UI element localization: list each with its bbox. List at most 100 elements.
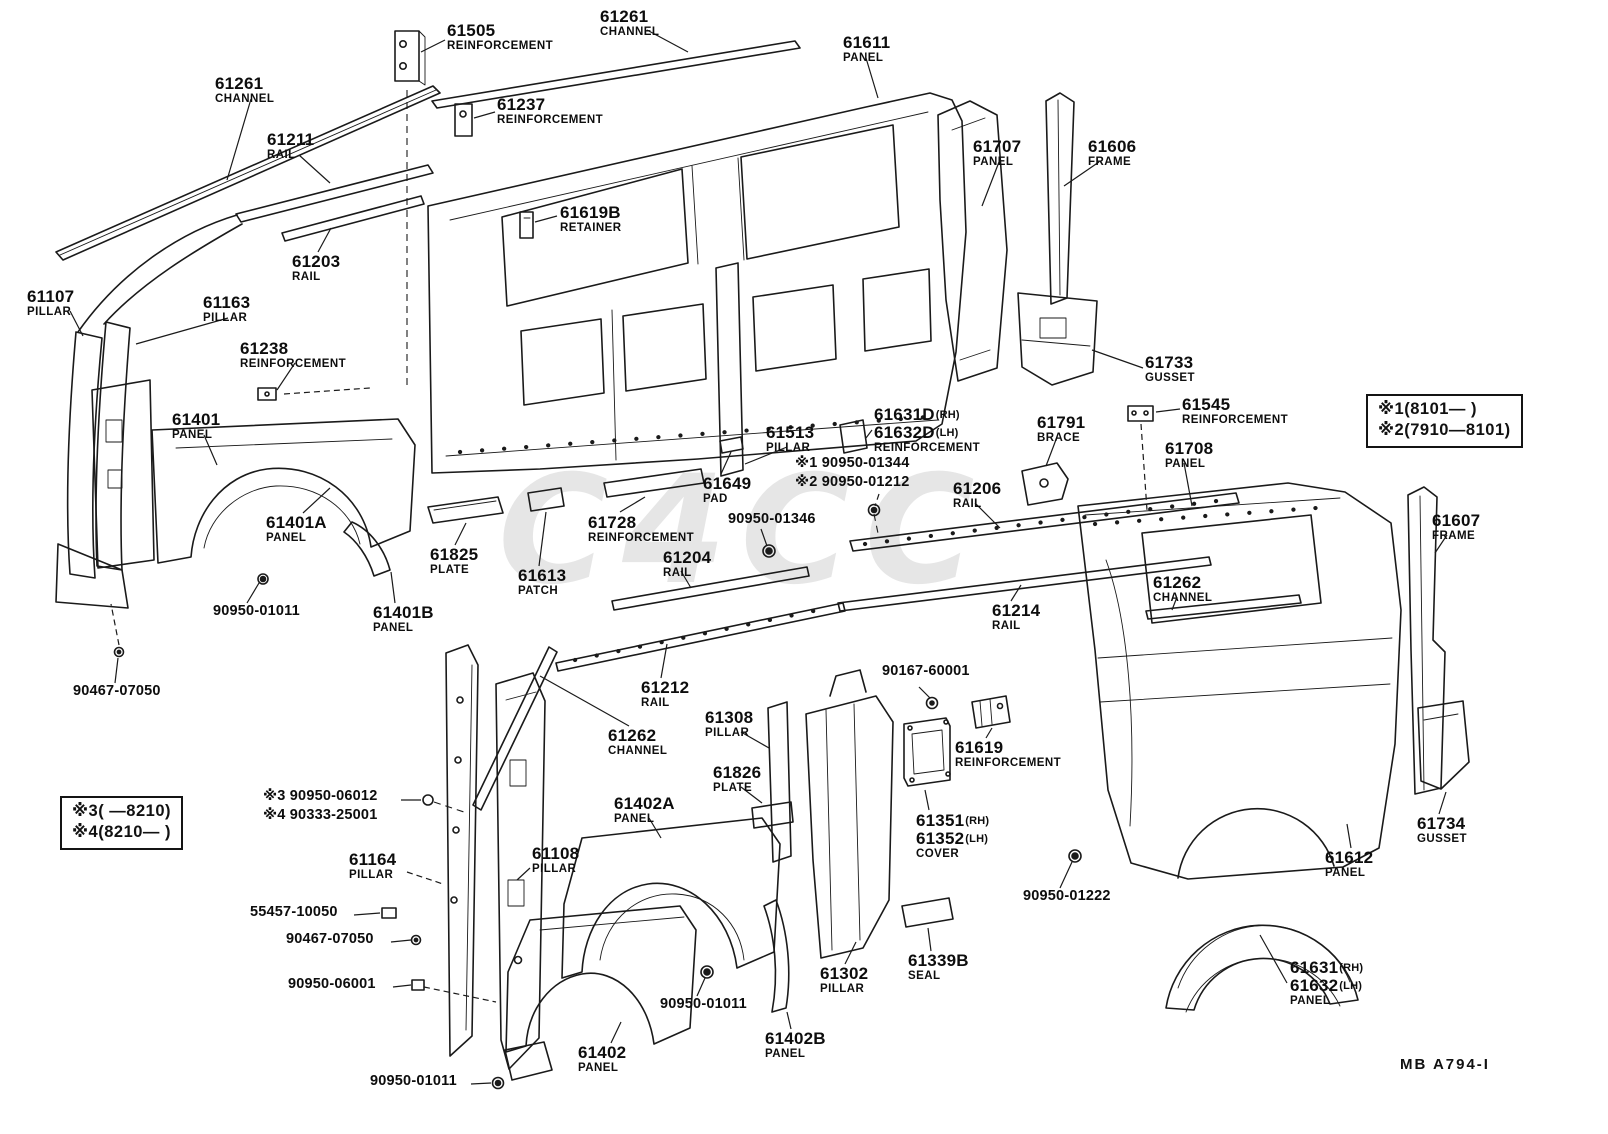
part-number: 90950-06001 [288,976,376,992]
part-number: 61163 [203,293,251,312]
part-number: 61339B [908,951,969,970]
leader-line [1063,161,1100,187]
part-number: 90467-07050 [286,931,374,947]
part-name: PILLAR [349,868,394,881]
part-number: 61401A [266,513,327,532]
part-number: ※3 90950-06012 [263,788,378,804]
part-side-suffix: (LH) [965,832,989,845]
part-label-49033325001: ※4 90333-25001 [263,807,377,823]
part-name: RAIL [663,566,692,579]
leader-line [974,502,1001,529]
part-label-9095001011: 90950-01011 [370,1073,457,1089]
part-name: REINFORCEMENT [874,441,981,454]
leader-line [1045,436,1058,467]
part-side-suffix: (RH) [1339,962,1364,974]
part-name: PLATE [713,781,753,794]
part-number: 61261 [600,7,649,26]
part-name: PANEL [1325,866,1366,879]
part-number: 61308 [705,708,754,727]
part-number: 61826 [713,763,762,782]
part-number: 61649 [703,474,752,493]
part-number: ※1 90950-01344 [795,455,910,471]
leader-line [720,451,732,475]
part-name: PANEL [1165,457,1206,470]
leader-line [740,731,770,749]
leader-line [1259,934,1288,984]
part-number: 61825 [430,545,479,564]
part-name: REINFORCEMENT [240,357,347,370]
leader-line [470,1082,492,1085]
part-label-29095001212: ※2 90950-01212 [795,474,909,490]
part-name: GUSSET [1417,832,1467,845]
leader-line [392,984,412,988]
part-number: 61606 [1088,137,1137,156]
dashed-leader-line [110,603,120,646]
part-number: 61631D(RH) [874,405,960,424]
leader-line [619,496,646,513]
part-number: 61402 [578,1043,627,1062]
legend-line: ※1(8101— ) [1378,400,1477,418]
part-name: PILLAR [203,311,248,324]
part-name: PANEL [973,155,1014,168]
leader-line [538,511,547,567]
part-name: RAIL [267,148,296,161]
part-name: PATCH [518,584,559,597]
part-number: 61351(RH) [916,811,990,830]
part-number: 61708 [1165,439,1214,458]
part-number: 61203 [292,252,341,271]
part-number: 61262 [1153,573,1202,592]
part-name: RAIL [992,619,1021,632]
part-name: PANEL [578,1061,619,1074]
part-number: 61402A [614,794,675,813]
part-name: REINFORCEMENT [955,756,1062,769]
construction-lines [406,90,880,813]
part-name: FRAME [1432,529,1476,542]
leader-line [135,317,229,345]
part-name: PAD [703,492,728,505]
part-number: 90950-01011 [370,1073,457,1089]
leader-line [696,977,706,997]
leader-line [1155,408,1181,413]
part-name: GUSSET [1145,371,1195,384]
legend-line: ※2(7910—8101) [1378,421,1511,440]
part-name: PANEL [765,1047,806,1060]
part-number: 61619 [955,738,1004,757]
leader-line [203,434,218,466]
part-number: 61607 [1432,511,1481,530]
leader-line [924,789,930,811]
part-name: PANEL [614,812,655,825]
leader-line [865,57,879,99]
leader-line [1091,349,1144,369]
part-name: CHANNEL [1153,591,1213,604]
part-side-suffix: (RH) [935,409,960,421]
part-name: PILLAR [820,982,865,995]
part-name: SEAL [908,969,941,982]
part-number: 61402B [765,1029,826,1048]
part-number: 61108 [532,844,580,863]
part-label-61631: 61631(RH)61632(LH)PANEL [1290,959,1363,1007]
lower-assembly-art [445,482,1470,1081]
part-name: PANEL [266,531,307,544]
part-number: 61612 [1325,848,1374,867]
leader-line [1346,823,1352,849]
part-number: 61611 [843,33,891,52]
